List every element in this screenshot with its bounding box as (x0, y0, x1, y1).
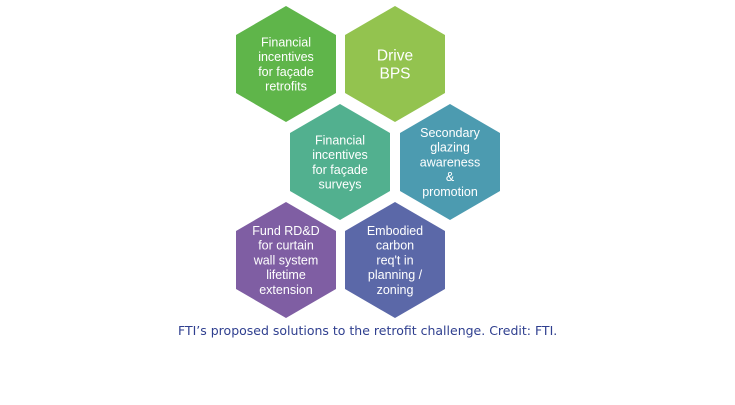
hexagon-label-line: zoning (377, 283, 414, 297)
hexagon-label-line: extension (259, 283, 313, 297)
hexagon-label-line: for façade (258, 65, 314, 79)
hexagon-label-line: Fund RD&D (252, 224, 319, 238)
hexagon-label-line: planning / (368, 268, 423, 282)
hexagon-label-line: Secondary (420, 126, 481, 140)
hexagon-label-line: & (446, 170, 455, 184)
hexagon-label-line: retrofits (265, 80, 307, 94)
hexagon-shape (345, 202, 445, 318)
hexagon-label-line: carbon (376, 239, 414, 253)
hexagon-label-line: promotion (422, 185, 478, 199)
hexagon-label-line: BPS (379, 66, 410, 83)
hexagon-label-line: Financial (261, 35, 311, 49)
hexagon-label-line: lifetime (266, 268, 306, 282)
hexagon-label-line: Drive (377, 47, 413, 64)
hexagon-label-line: incentives (312, 148, 368, 162)
hexagon-shape (345, 6, 445, 122)
hexagon-label-line: req't in (376, 253, 413, 267)
hexagon-label-line: awareness (420, 155, 480, 169)
hexagon-label-line: wall system (253, 253, 319, 267)
figure-caption: FTI’s proposed solutions to the retrofit… (178, 323, 558, 338)
hexagon-label-line: surveys (318, 178, 361, 192)
hexagon-shape (236, 6, 336, 122)
hexagon-label-line: glazing (430, 141, 470, 155)
hexagon-label-line: incentives (258, 50, 314, 64)
hexagon-shape (290, 104, 390, 220)
hexagon-label-line: Financial (315, 133, 365, 147)
hexagon-label-line: for curtain (258, 239, 314, 253)
hexagon-shape (400, 104, 500, 220)
hexagon-shape (236, 202, 336, 318)
hexagon-label-line: for façade (312, 163, 368, 177)
hexagon-label-line: Embodied (367, 224, 423, 238)
